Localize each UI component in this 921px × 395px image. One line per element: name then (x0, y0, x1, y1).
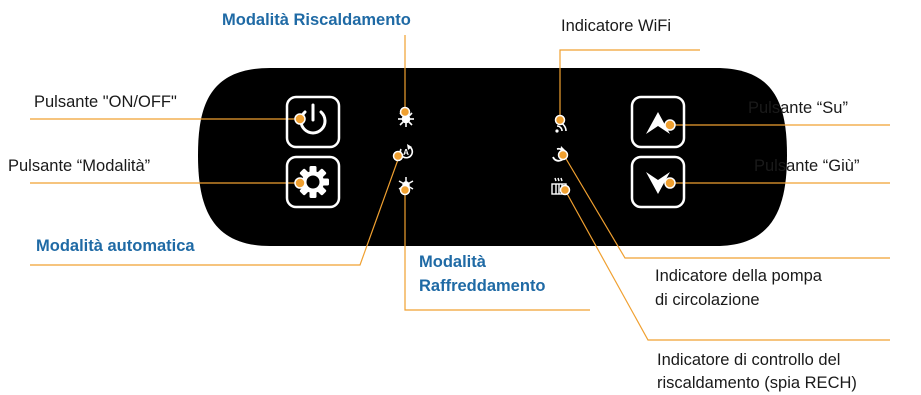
up-button-frame (630, 95, 686, 149)
heating-mode-label: Modalità Riscaldamento (222, 11, 411, 29)
svg-text:A: A (403, 148, 409, 157)
heating-control-indicator-label-line2: riscaldamento (spia RECH) (657, 374, 857, 392)
callout-dots (294, 106, 676, 196)
leader-lines (30, 35, 890, 341)
auto-mode-label: Modalità automatica (36, 237, 195, 255)
control-panel-body (198, 68, 787, 246)
cooling-mode-label-line1: Modalità (419, 253, 486, 271)
pump-indicator-label-line2: di circolazione (655, 291, 760, 309)
mode-button-label: Pulsante “Modalità” (8, 157, 151, 175)
sun-icon (398, 111, 414, 127)
up-button-label: Pulsante “Su” (748, 99, 848, 117)
chevron-down-icon (646, 172, 670, 194)
down-button-label: Pulsante “Giù” (754, 157, 860, 175)
heating-control-indicator-label-line1: Indicatore di controllo del (657, 351, 841, 369)
chevron-up-icon (646, 112, 670, 134)
power-button-label: Pulsante "ON/OFF" (34, 93, 177, 111)
power-button-frame (285, 95, 341, 149)
wifi-indicator-label: Indicatore WiFi (561, 17, 672, 35)
cooling-mode-label-line2: Raffreddamento (419, 277, 546, 295)
pump-indicator-label-line1: Indicatore della pompa (655, 267, 822, 285)
down-button-frame (630, 155, 686, 209)
mode-button-frame (285, 155, 341, 209)
